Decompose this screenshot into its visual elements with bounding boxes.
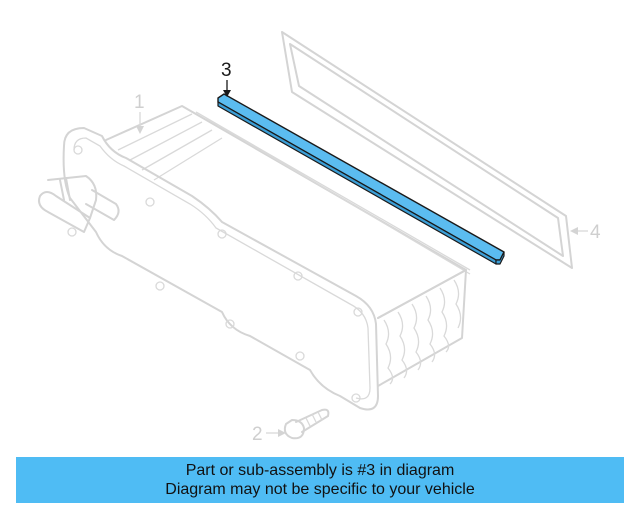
callout-1: 1: [134, 92, 145, 134]
svg-text:3: 3: [221, 60, 232, 81]
callout-4: 4: [570, 222, 601, 243]
callout-3: 3: [221, 60, 232, 97]
svg-text:1: 1: [134, 92, 145, 113]
callout-2: 2: [252, 424, 286, 445]
oil-cooler-part-1: [38, 105, 471, 411]
svg-text:4: 4: [590, 222, 601, 243]
banner-line-part-number: Part or sub-assembly is #3 in diagram: [185, 462, 455, 479]
gasket-part-4: [281, 31, 573, 269]
svg-text:2: 2: [252, 424, 263, 445]
seal-strip-part-3: [217, 93, 505, 265]
bolt-part-2: [283, 408, 330, 440]
info-banner: Part or sub-assembly is #3 in diagram Di…: [16, 457, 624, 503]
parts-diagram: 1 2 3 4: [38, 31, 601, 445]
banner-line-disclaimer: Diagram may not be specific to your vehi…: [165, 481, 475, 498]
